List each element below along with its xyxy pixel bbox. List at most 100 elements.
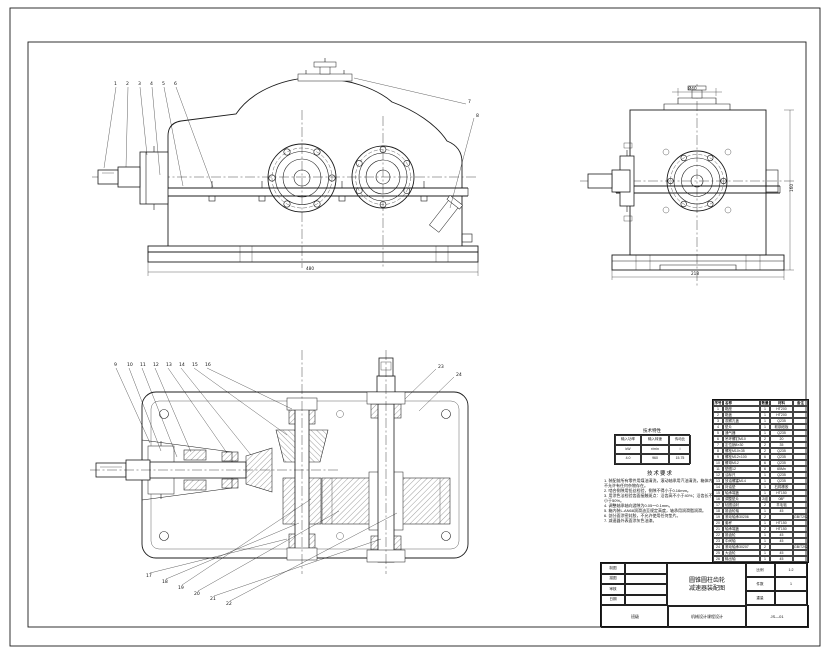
front-dimension: 480 <box>147 262 479 276</box>
svg-text:13: 13 <box>166 362 172 368</box>
svg-text:Ø40: Ø40 <box>688 86 697 91</box>
plan-flange-bolts <box>159 409 451 541</box>
svg-text:15: 15 <box>192 362 198 368</box>
tech-req-item: 1. 装配前所有零件用煤油清洗，滚动轴承用汽油清洗，箱体内不允许有任何杂物存在。 <box>604 478 713 488</box>
tech-req-item: 7. 减速器外表面涂灰色油漆。 <box>604 518 657 523</box>
parting-flange <box>149 187 469 197</box>
housing-base <box>147 196 479 263</box>
breather-vent <box>313 58 337 75</box>
svg-text:21: 21 <box>210 596 216 602</box>
drain-plug <box>461 233 473 243</box>
leader-callouts-front-left: 1 2 3 4 5 6 <box>103 81 214 188</box>
svg-text:14: 14 <box>179 362 185 368</box>
bearing-boss-intermediate <box>267 143 337 213</box>
plan-view: 9 10 11 12 13 14 15 16 17 18 19 20 21 22 <box>90 350 469 607</box>
side-base <box>611 254 785 271</box>
svg-text:4: 4 <box>150 81 153 87</box>
svg-text:18: 18 <box>162 579 168 585</box>
svg-text:7: 7 <box>468 99 471 105</box>
svg-text:10: 10 <box>127 362 133 368</box>
svg-text:8: 8 <box>476 113 479 119</box>
drawing-title: 圆锥圆柱齿轮 减速器装配图 <box>667 563 747 607</box>
side-bearing-boss <box>662 148 732 214</box>
bearing-boss-output <box>351 145 415 209</box>
svg-text:16: 16 <box>205 362 211 368</box>
title-block-left: 制图描图审核日期 <box>601 563 667 605</box>
svg-text:2: 2 <box>126 81 129 87</box>
leader-callouts-plan-right: 23 24 <box>404 364 462 412</box>
title-block-course: 机械设计课程设计 <box>667 605 747 628</box>
svg-text:9: 9 <box>114 362 117 368</box>
side-view: Ø40 218 160 <box>580 84 794 286</box>
flange-bolts <box>208 181 428 202</box>
tech-req-item: 5. 箱内装L-AN68润滑油至规定高度，轴承用润滑脂润滑。 <box>604 508 707 513</box>
sheet-border <box>9 7 821 647</box>
title-block-number: JS—01 <box>745 605 809 628</box>
svg-text:5: 5 <box>162 81 165 87</box>
svg-text:12: 12 <box>153 362 159 368</box>
svg-text:17: 17 <box>146 573 152 579</box>
svg-text:3: 3 <box>138 81 141 87</box>
tech-req-item: 4. 调整轴承轴向游隙为0.05～0.1mm。 <box>604 503 673 508</box>
leader-callouts-plan-bottom: 17 18 19 20 21 22 <box>146 498 398 607</box>
svg-text:11: 11 <box>140 362 146 368</box>
svg-text:19: 19 <box>178 585 184 591</box>
oil-level-gauge <box>429 194 463 233</box>
char-table-caption: 技术特性 <box>643 428 661 433</box>
svg-text:480: 480 <box>306 266 314 271</box>
svg-text:23: 23 <box>438 364 444 370</box>
side-dimensions: Ø40 218 160 <box>611 86 794 280</box>
svg-text:20: 20 <box>194 591 200 597</box>
svg-text:24: 24 <box>456 372 462 378</box>
svg-text:218: 218 <box>691 271 699 276</box>
front-view: 480 1 2 3 4 5 6 7 8 <box>92 58 479 276</box>
svg-text:160: 160 <box>789 184 794 192</box>
side-right-boss <box>765 169 779 193</box>
svg-text:22: 22 <box>226 601 232 607</box>
input-shaft-front <box>97 146 169 210</box>
tech-req-title: 技术要求 <box>646 471 673 477</box>
tech-req-item: 3. 用涂色法检验齿面接触斑点：沿齿高不小于40%；沿齿长不小于50%。 <box>604 493 713 503</box>
bevel-pinion <box>245 447 273 493</box>
tech-requirements: 技术要求 1. 装配前所有零件用煤油清洗，滚动轴承用汽油清洗，箱体内不允许有任何… <box>604 470 716 523</box>
svg-text:6: 6 <box>174 81 177 87</box>
title-block-class: 班级 <box>601 605 669 628</box>
side-input-shaft <box>587 150 635 212</box>
tech-req-item: 6. 剖分面涂密封胶，不允许使用任何垫片。 <box>604 513 681 518</box>
leader-callouts-front-right: 7 8 <box>353 77 479 209</box>
bom-header-row: 序号名称数量材料备注 <box>713 400 808 406</box>
tech-req-item: 2. 啮合侧隙用铅丝检验，侧隙不得小于0.16mm。 <box>604 488 691 493</box>
